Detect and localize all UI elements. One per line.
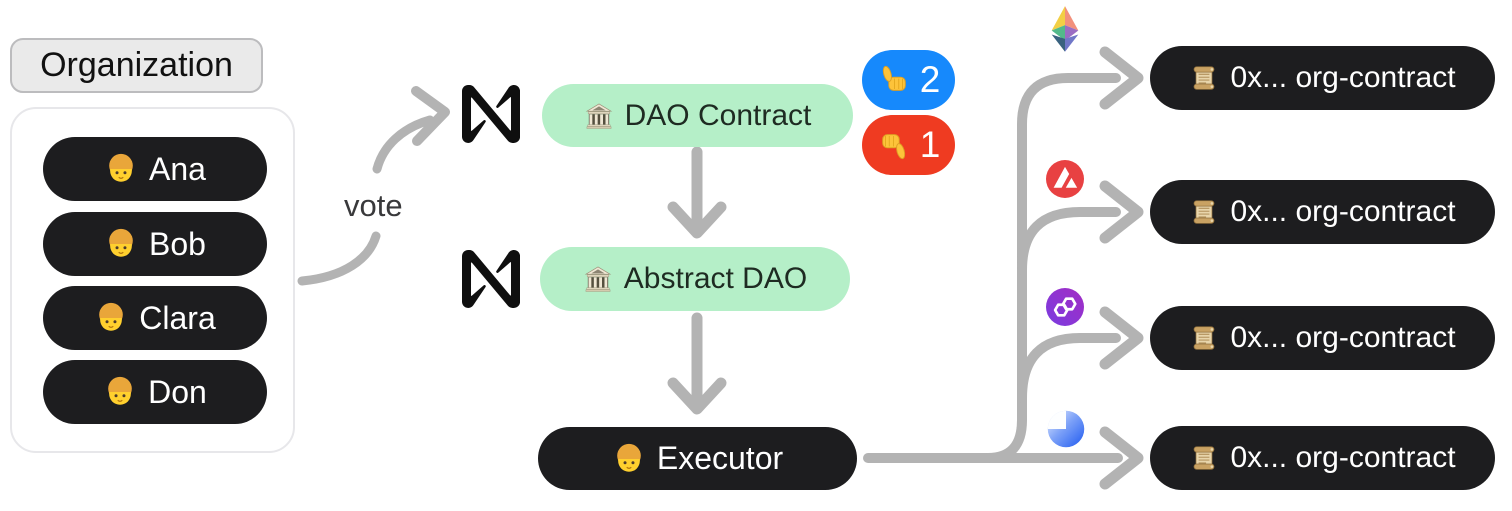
- org-contract-pill-blue-sphere: 0x... org-contract: [1150, 426, 1495, 490]
- person-emoji-icon: [104, 227, 138, 261]
- scroll-emoji-icon: [1189, 63, 1219, 93]
- branch-4-arrowhead: [1099, 426, 1144, 490]
- branch-trunk: [983, 73, 1121, 463]
- executor-node: Executor: [538, 427, 857, 490]
- organization-members-box: Ana Bob Clara Don: [10, 107, 295, 453]
- abstract-to-executor-arrowhead: [667, 377, 727, 415]
- thumbs-down-emoji-icon: [877, 128, 911, 162]
- member-name: Clara: [139, 299, 216, 336]
- executor-label: Executor: [656, 440, 784, 476]
- member-pill-bob: Bob: [43, 212, 267, 276]
- vote-label: vote: [344, 188, 403, 223]
- member-name: Ana: [149, 150, 206, 187]
- person-emoji-icon: [104, 152, 138, 186]
- organization-label-text: Organization: [40, 46, 233, 84]
- upvote-count: 2: [919, 59, 941, 100]
- classical-building-emoji-icon: [583, 264, 613, 294]
- ethereum-logo-icon: [1043, 5, 1087, 59]
- org-contract-pill-avalanche: 0x... org-contract: [1150, 180, 1495, 244]
- downvote-count: 1: [919, 124, 941, 165]
- branch-3: [1017, 333, 1121, 403]
- dao-contract-label: DAO Contract: [624, 98, 812, 132]
- vote-curve-lower: [297, 231, 381, 286]
- branch-2-arrowhead: [1099, 180, 1144, 244]
- upvotes-badge: 2: [862, 50, 955, 110]
- near-logo-icon: [462, 250, 520, 308]
- polygon-logo-icon: [1046, 288, 1084, 326]
- near-logo-icon: [462, 85, 520, 143]
- scroll-emoji-icon: [1189, 197, 1219, 227]
- avalanche-logo-icon: [1046, 160, 1084, 198]
- vote-arrowhead: [411, 86, 450, 146]
- member-pill-ana: Ana: [43, 137, 267, 201]
- member-name: Bob: [149, 225, 206, 262]
- member-pill-don: Don: [43, 360, 267, 424]
- org-contract-label: 0x... org-contract: [1230, 441, 1456, 474]
- organization-label: Organization: [10, 38, 263, 93]
- org-contract-pill-polygon: 0x... org-contract: [1150, 306, 1495, 370]
- org-contract-pill-ethereum: 0x... org-contract: [1150, 46, 1495, 110]
- scroll-emoji-icon: [1189, 323, 1219, 353]
- org-contract-label: 0x... org-contract: [1230, 61, 1456, 94]
- dao-to-abstract-arrowhead: [667, 201, 727, 239]
- person-emoji-icon: [612, 442, 646, 476]
- branch-2: [1017, 207, 1121, 275]
- downvotes-badge: 1: [862, 115, 955, 175]
- blue-sphere-logo-icon: [1047, 410, 1085, 448]
- classical-building-emoji-icon: [584, 101, 614, 131]
- person-emoji-icon: [103, 375, 137, 409]
- branch-1-arrowhead: [1099, 46, 1144, 110]
- org-contract-label: 0x... org-contract: [1230, 321, 1456, 354]
- member-name: Don: [148, 373, 207, 410]
- dao-contract-node: DAO Contract: [542, 84, 853, 147]
- person-emoji-icon: [94, 301, 128, 335]
- abstract-dao-label: Abstract DAO: [623, 262, 808, 295]
- org-contract-label: 0x... org-contract: [1230, 195, 1456, 228]
- vote-curve-upper: [372, 115, 435, 174]
- branch-3-arrowhead: [1099, 306, 1144, 370]
- thumbs-up-emoji-icon: [877, 63, 911, 97]
- scroll-emoji-icon: [1189, 443, 1219, 473]
- abstract-dao-node: Abstract DAO: [540, 247, 850, 311]
- member-pill-clara: Clara: [43, 286, 267, 350]
